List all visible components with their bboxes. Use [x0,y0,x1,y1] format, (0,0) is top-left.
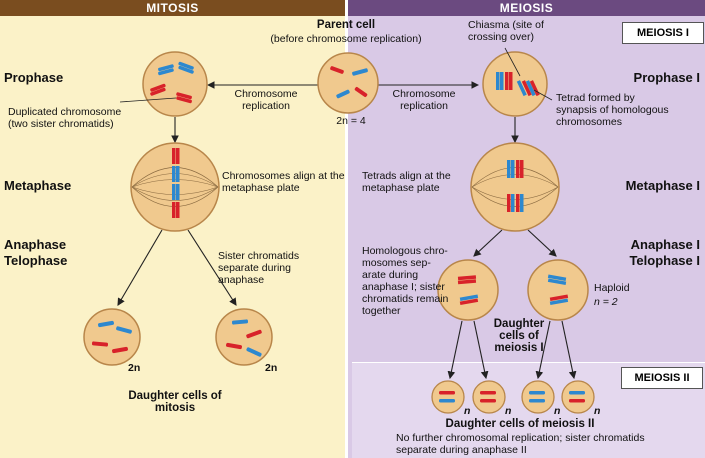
no-further-replication-label: No further chromosomal replication; sist… [396,432,645,456]
arrow-meiosis-d1-left-b [473,320,489,380]
replication-label-left: Chromosome replication [234,88,298,112]
label-telophase: Telophase [4,253,68,268]
meiosis-prophase-cell [482,51,548,117]
meiosis-ii-daughter-cell-4 [561,380,595,414]
arrow-meiosis-meta-d1-right [527,229,557,257]
meiosis-i-daughter-cell-left [437,259,499,321]
arrow-mitosis-meta-daughter-left [117,229,163,306]
chiasma-pointer [504,47,521,77]
duplicated-pointer [119,97,177,103]
arrow-meiosis-meta-d1-left [473,229,503,257]
parent-cell-title: Parent cell [316,19,376,31]
label-anaphase-i: Anaphase I [630,237,700,252]
parent-cell-subtitle: (before chromosome replication) [270,33,422,45]
arrow-meiosis-d1-right-b [561,320,577,380]
meiosis-ii-daughter-cell-1 [431,380,465,414]
sister-chromatids-label: Sister chromatids separate during anapha… [218,250,300,286]
label-prophase-i: Prophase I [633,70,700,85]
n-label-4: n [594,405,601,417]
label-telophase-i: Telophase I [629,253,700,268]
ploidy-left: 2n [128,362,141,374]
label-anaphase: Anaphase [4,237,67,252]
label-prophase: Prophase [4,70,64,85]
meiosis-ii-daughter-cell-3 [521,380,555,414]
n-label-3: n [554,405,561,417]
mitosis-metaphase-cell [130,142,220,232]
mitosis-prophase-cell [142,51,208,117]
daughter-cells-meiosis-ii-label: Daughter cells of meiosis II [445,418,595,430]
label-metaphase: Metaphase [4,178,72,193]
chiasma-label: Chiasma (site of crossing over) [468,19,544,43]
parent-cell [317,52,379,114]
duplicated-chromosome-label: Duplicated chromosome (two sister chroma… [8,106,122,130]
homologous-label: Homologous chro- mosomes sep- arate duri… [362,245,449,317]
meiosis-ii-daughter-cell-2 [472,380,506,414]
mitosis-daughter-cell-left [83,308,141,366]
tetrads-align-label: Tetrads align at the metaphase plate [362,170,451,194]
chromosomes-align-label: Chromosomes align at the metaphase plate [222,170,345,194]
daughter-cells-mitosis-label: Daughter cells of mitosis [128,390,222,414]
n-label-1: n [464,405,471,417]
ploidy-right: 2n [265,362,278,374]
daughter-cells-meiosis-i-label: Daughter cells of meiosis I [493,318,545,354]
panel-divider [345,0,348,458]
tetrad-label: Tetrad formed by synapsis of homologous … [556,92,669,128]
meiosis-i-daughter-cell-right [527,259,589,321]
arrow-meiosis-d1-left-a [447,320,463,380]
meiosis-ii-box: MEIOSIS II [621,367,703,389]
mitosis-header: MITOSIS [0,0,345,16]
arrow-mitosis-meta-daughter-right [187,229,237,306]
arrow-meiosis-d1-right-a [535,320,551,380]
haploid-n-label: n = 2 [594,296,618,308]
haploid-label: Haploid [594,282,630,294]
parent-ploidy: 2n = 4 [336,115,366,127]
replication-label-right: Chromosome replication [392,88,456,112]
tetrad-pointer [533,89,553,101]
meiosis-header: MEIOSIS [348,0,705,16]
meiosis-i-box: MEIOSIS I [622,22,704,44]
n-label-2: n [505,405,512,417]
label-metaphase-i: Metaphase I [625,178,700,193]
meiosis-metaphase-cell [470,142,560,232]
mitosis-daughter-cell-right [215,308,273,366]
